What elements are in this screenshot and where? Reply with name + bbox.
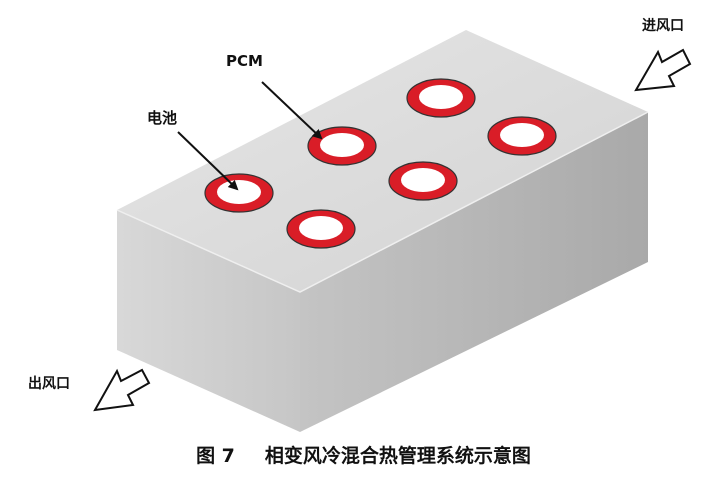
battery-pointer-arrow: [177, 131, 239, 191]
battery-core: [401, 168, 445, 192]
pcm-pointer-arrow: [261, 81, 323, 140]
figure-caption: 图 7 相变风冷混合热管理系统示意图: [0, 441, 727, 468]
battery-cell: [307, 126, 377, 166]
battery-cell: [388, 161, 458, 201]
cell-group: [204, 78, 557, 249]
battery-cell: [406, 78, 476, 118]
figure-title: 相变风冷混合热管理系统示意图: [264, 445, 531, 467]
air-outlet-arrow: [93, 368, 151, 412]
box-right-face: [300, 112, 648, 432]
pcm-label: PCM: [226, 52, 263, 70]
battery-cell: [487, 116, 557, 156]
battery-cell: [204, 173, 274, 213]
box-front-face: [117, 210, 300, 432]
box-top-face: [117, 30, 648, 292]
figure-number: 图 7: [196, 445, 235, 467]
battery-core: [217, 180, 261, 204]
air-inlet-label: 进风口: [642, 18, 684, 34]
battery-core: [500, 123, 544, 147]
box-edge-highlight: [116, 111, 649, 293]
battery-core: [419, 85, 463, 109]
battery-core: [320, 133, 364, 157]
battery-label: 电池: [147, 109, 178, 127]
battery-core: [299, 216, 343, 240]
battery-cell: [286, 209, 356, 249]
air-outlet-label: 出风口: [28, 376, 70, 392]
air-inlet-arrow: [634, 48, 692, 92]
